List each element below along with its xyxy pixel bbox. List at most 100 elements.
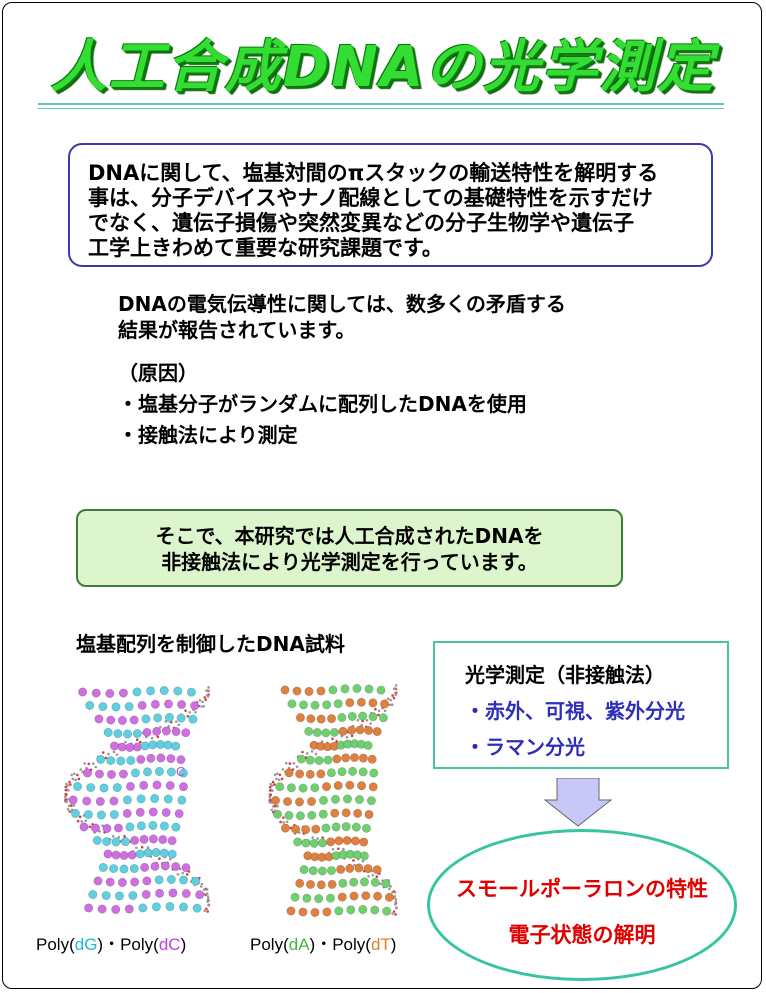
backbone-atom: [159, 725, 162, 729]
base-atom: [109, 810, 119, 820]
base-atom: [166, 875, 176, 885]
backbone-atom: [310, 750, 314, 753]
backbone-atom: [204, 698, 208, 702]
base-atom: [124, 702, 134, 712]
backbone-atom: [81, 770, 84, 774]
base-atom: [321, 823, 331, 833]
conductivity-line: DNAの電気伝導性に関しては、数多くの矛盾する: [118, 292, 566, 316]
backbone-atom: [71, 777, 75, 781]
base-atom: [296, 754, 306, 764]
base-atom: [125, 781, 135, 791]
base-atom: [331, 822, 341, 832]
base-atom: [361, 823, 371, 833]
backbone-atom: [207, 903, 210, 907]
base-atom: [314, 756, 324, 766]
title-rule-thin: [38, 108, 724, 109]
backbone-atom: [388, 703, 392, 707]
backbone-atom: [65, 800, 68, 804]
backbone-atom: [199, 885, 203, 888]
base-atom: [139, 834, 149, 844]
base-atom: [132, 687, 142, 697]
backbone-atom: [394, 900, 398, 903]
backbone-atom: [295, 765, 299, 769]
base-atom: [317, 838, 327, 848]
base-atom: [102, 837, 112, 847]
base-atom: [93, 876, 103, 886]
backbone-atom: [369, 722, 372, 725]
base-atom: [307, 810, 317, 820]
base-atom: [366, 796, 376, 806]
backbone-atom: [200, 705, 203, 708]
base-atom: [350, 753, 360, 763]
backbone-atom: [185, 873, 189, 876]
backbone-atom: [64, 788, 68, 792]
base-atom: [318, 809, 328, 819]
base-atom: [173, 686, 183, 696]
base-atom: [136, 754, 146, 764]
base-atom: [178, 782, 188, 792]
base-atom: [165, 781, 175, 791]
base-atom: [333, 781, 343, 791]
backbone-atom: [377, 709, 381, 713]
base-atom: [126, 756, 136, 766]
base-atom: [163, 740, 173, 750]
backbone-atom: [207, 686, 210, 689]
base-atom: [161, 808, 171, 818]
backbone-atom: [65, 782, 68, 786]
base-atom: [88, 890, 98, 900]
base-atom: [106, 715, 116, 725]
base-atom: [332, 754, 342, 764]
backbone-atom: [176, 872, 180, 876]
base-atom: [358, 711, 368, 721]
backbone-atom: [64, 798, 67, 801]
backbone-atom: [94, 765, 97, 769]
backbone-atom: [383, 709, 387, 713]
base-atom: [356, 697, 366, 707]
base-atom: [98, 702, 108, 712]
base-atom: [97, 904, 107, 914]
base-atom: [167, 836, 177, 846]
base-atom: [326, 837, 336, 847]
base-atom: [306, 714, 316, 724]
base-atom: [148, 821, 158, 831]
base-atom: [191, 876, 201, 886]
base-atom: [287, 699, 297, 709]
base-atom: [271, 796, 281, 806]
backbone-atom: [278, 773, 282, 777]
backbone-atom: [68, 810, 72, 813]
base-atom: [165, 902, 175, 912]
backbone-atom: [269, 793, 273, 797]
backbone-atom: [316, 837, 319, 840]
backbone-atom: [394, 897, 398, 901]
base-atom: [111, 850, 121, 860]
base-atom: [94, 714, 104, 724]
base-atom: [99, 783, 109, 793]
base-atom: [181, 889, 191, 899]
intro-line: 事は、分子デバイスやナノ配線としての基礎特性を示すだけ: [88, 186, 653, 210]
base-atom: [351, 822, 361, 832]
base-atom: [163, 699, 173, 709]
backbone-atom: [123, 834, 126, 838]
base-atom: [318, 795, 328, 805]
base-atom: [327, 879, 337, 889]
measurement-box: 光学測定（非接触法） ・赤外、可視、紫外分光 ・ラマン分光: [433, 641, 729, 769]
base-atom: [337, 713, 347, 723]
base-atom: [139, 780, 149, 790]
base-atom: [117, 742, 127, 752]
base-atom: [176, 755, 186, 765]
base-atom: [310, 700, 320, 710]
measurement-item: ・赤外、可視、紫外分光: [465, 699, 685, 723]
backbone-atom: [345, 735, 349, 739]
backbone-atom: [392, 696, 396, 700]
base-atom: [128, 891, 138, 901]
backbone-atom: [269, 782, 272, 786]
backbone-atom: [72, 772, 76, 776]
base-atom: [349, 891, 359, 901]
base-atom: [326, 768, 336, 778]
backbone-atom: [205, 693, 209, 697]
base-atom: [367, 754, 377, 764]
base-atom: [82, 768, 92, 778]
backbone-atom: [361, 859, 365, 863]
base-atom: [101, 891, 111, 901]
base-atom: [306, 797, 316, 807]
